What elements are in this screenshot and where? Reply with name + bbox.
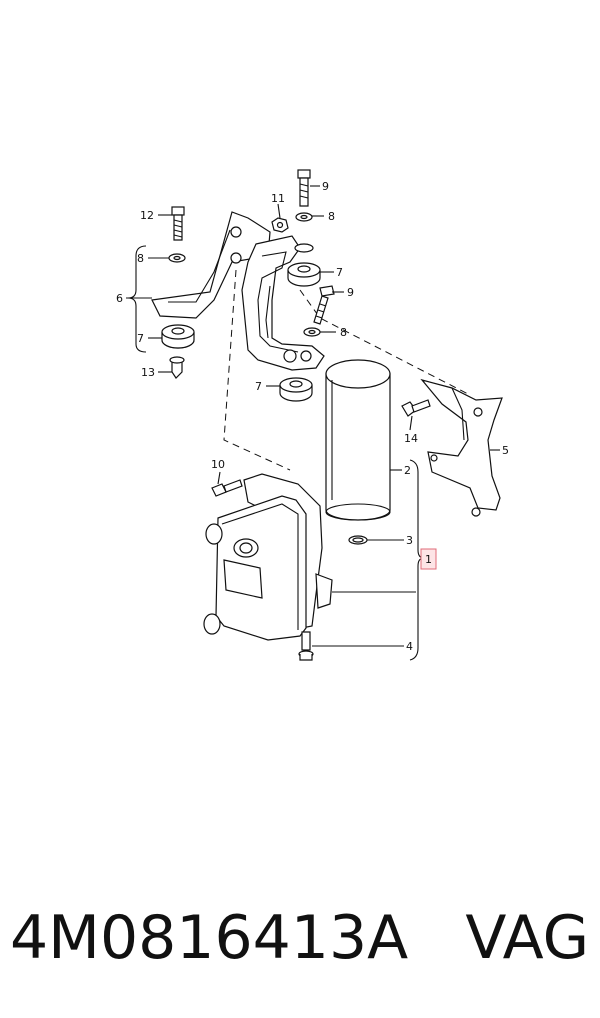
callout-5: 5 [502, 444, 509, 457]
rubber-mount-7-top [287, 243, 321, 287]
brand-name: VAG [465, 903, 590, 973]
callout-7-lower: 7 [255, 380, 262, 393]
rubber-mount-7-left [161, 324, 195, 349]
washer-8-left [168, 253, 186, 263]
callout-12: 12 [140, 209, 154, 222]
bolt-12 [171, 206, 185, 241]
center-bracket [241, 235, 325, 371]
callout-8-middle: 8 [340, 326, 347, 339]
callout-13: 13 [141, 366, 155, 379]
callout-labels: 1 2 3 4 5 6 7 7 7 8 8 8 9 9 10 11 12 13 … [116, 180, 509, 653]
callout-3: 3 [406, 534, 413, 547]
washer-8-top [295, 212, 313, 222]
callout-7-left: 7 [137, 332, 144, 345]
bolt-9-middle [313, 285, 335, 325]
callout-4: 4 [406, 640, 413, 653]
bolt-9-top [297, 169, 311, 207]
callout-6: 6 [116, 292, 123, 305]
right-bracket-5 [420, 378, 503, 517]
callout-9-top: 9 [322, 180, 329, 193]
callout-10: 10 [211, 458, 225, 471]
callout-2: 2 [404, 464, 411, 477]
callout-8-left: 8 [137, 252, 144, 265]
callout-14: 14 [404, 432, 418, 445]
bolt-10 [211, 479, 243, 497]
leader-lines [126, 185, 500, 647]
part-number: 4M0816413A [10, 903, 409, 973]
washer-8-middle [303, 327, 321, 337]
o-ring-3 [348, 535, 368, 545]
callout-7-top: 7 [336, 266, 343, 279]
bolt-4 [298, 631, 314, 661]
part-caption: 4M0816413A VAG [10, 898, 600, 978]
stud-13 [169, 356, 185, 379]
rubber-mount-7-lower [279, 377, 313, 402]
nut-11 [271, 217, 289, 233]
bolt-14 [401, 399, 431, 417]
callout-9-middle: 9 [347, 286, 354, 299]
oil-filter-2 [325, 359, 391, 521]
callout-8-top: 8 [328, 210, 335, 223]
exploded-parts-diagram: 1 2 3 4 5 6 7 7 7 8 8 8 9 9 10 11 12 13 … [116, 169, 509, 661]
oil-cooler-housing [203, 473, 333, 641]
callout-11: 11 [271, 192, 285, 205]
callout-1: 1 [425, 553, 432, 566]
callout-1-box [420, 548, 437, 570]
